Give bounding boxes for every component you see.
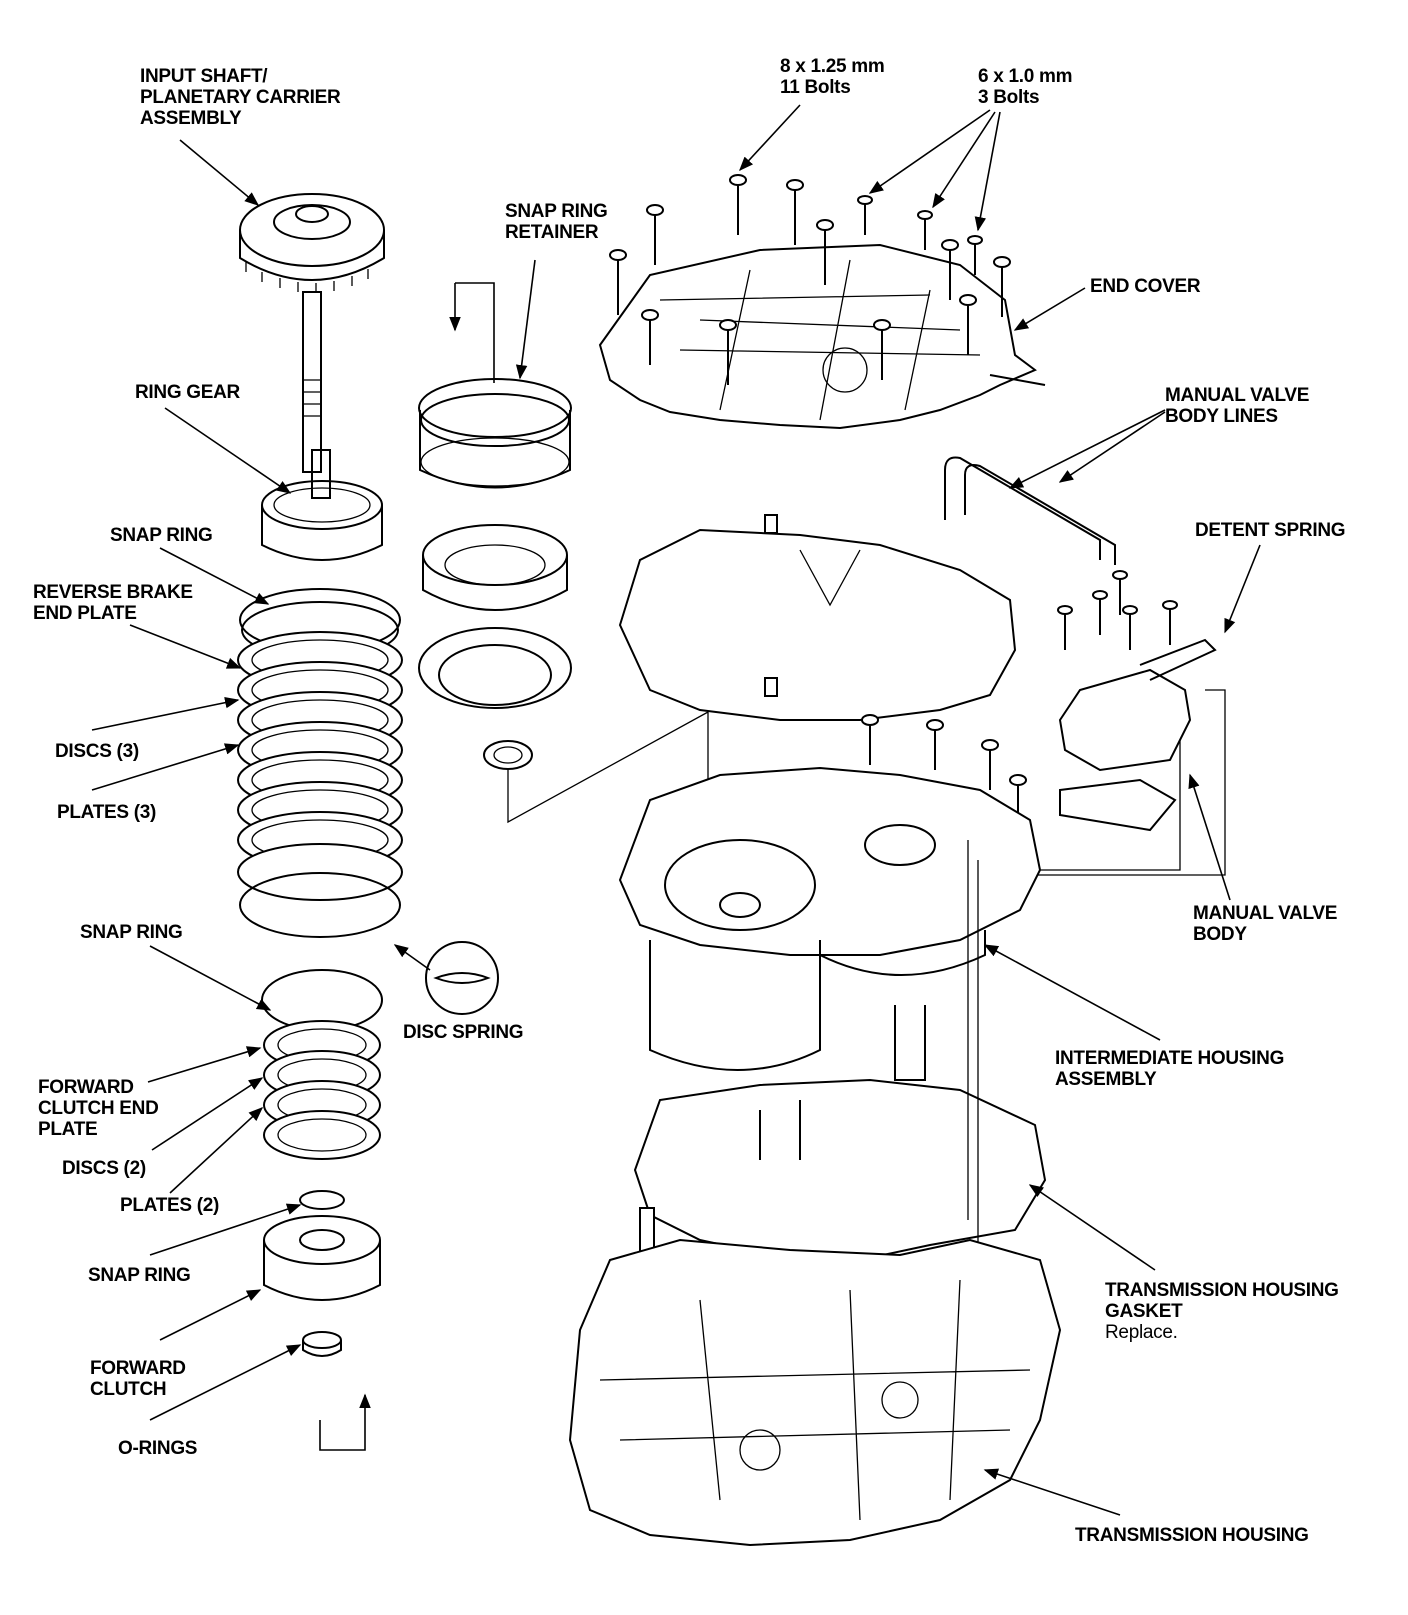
label-transmission-housing: TRANSMISSION HOUSING <box>1075 1525 1309 1546</box>
manual-valve-body <box>1057 570 1217 832</box>
label-discs-3: DISCS (3) <box>55 741 139 762</box>
reverse-brake-clutch-pack <box>237 588 403 938</box>
forward-clutch-drum <box>263 1190 381 1357</box>
label-manual-valve-body-lines: MANUAL VALVE BODY LINES <box>1165 385 1310 427</box>
manual-valve-body-lines <box>944 456 1116 565</box>
label-reverse-brake-end-plate: REVERSE BRAKE END PLATE <box>33 582 193 624</box>
forward-clutch-pack <box>261 969 383 1160</box>
input-shaft-planetary-carrier <box>239 193 385 473</box>
label-bolts-6mm: 6 x 1.0 mm 3 Bolts <box>978 66 1073 108</box>
label-disc-spring: DISC SPRING <box>403 1022 524 1043</box>
retainer-cup <box>422 524 568 611</box>
bolts-8mm <box>609 174 1011 385</box>
end-cover-gasket <box>618 514 1017 721</box>
disc-spring-detail <box>425 941 499 1015</box>
label-transmission-housing-gasket: TRANSMISSION HOUSING GASKET Replace. <box>1105 1280 1339 1343</box>
gasket-replace-note: Replace. <box>1105 1322 1178 1343</box>
label-detent-spring: DETENT SPRING <box>1195 520 1346 541</box>
label-bolts-8mm: 8 x 1.25 mm 11 Bolts <box>780 56 885 98</box>
label-plates-2: PLATES (2) <box>120 1195 220 1216</box>
end-cover <box>598 243 1046 430</box>
label-ring-gear: RING GEAR <box>135 382 240 403</box>
snap-ring-retainer <box>418 378 572 489</box>
label-o-rings: O-RINGS <box>118 1438 198 1459</box>
label-end-cover: END COVER <box>1090 276 1201 297</box>
label-plates-3: PLATES (3) <box>57 802 157 823</box>
intermediate-housing-bolts <box>861 714 1027 825</box>
intermediate-housing <box>618 766 1042 1250</box>
transmission-housing-gasket <box>633 1078 1047 1262</box>
bolts-6mm <box>857 195 983 275</box>
label-forward-clutch: FORWARD CLUTCH <box>90 1358 186 1400</box>
disc-spring <box>418 627 572 770</box>
label-snap-ring-upper: SNAP RING <box>110 525 213 546</box>
label-forward-clutch-end-plate: FORWARD CLUTCH END PLATE <box>38 1077 159 1140</box>
label-snap-ring-lower: SNAP RING <box>88 1265 191 1286</box>
label-discs-2: DISCS (2) <box>62 1158 146 1179</box>
label-manual-valve-body: MANUAL VALVE BODY <box>1193 903 1338 945</box>
ring-gear <box>261 449 383 561</box>
leader-lines <box>91 104 1261 1516</box>
label-input-shaft-planetary-carrier: INPUT SHAFT/ PLANETARY CARRIER ASSEMBLY <box>140 66 341 129</box>
label-snap-ring-middle: SNAP RING <box>80 922 183 943</box>
transmission-housing <box>568 1238 1062 1547</box>
label-intermediate-housing-assembly: INTERMEDIATE HOUSING ASSEMBLY <box>1055 1048 1285 1090</box>
label-snap-ring-retainer: SNAP RING RETAINER <box>505 201 608 243</box>
